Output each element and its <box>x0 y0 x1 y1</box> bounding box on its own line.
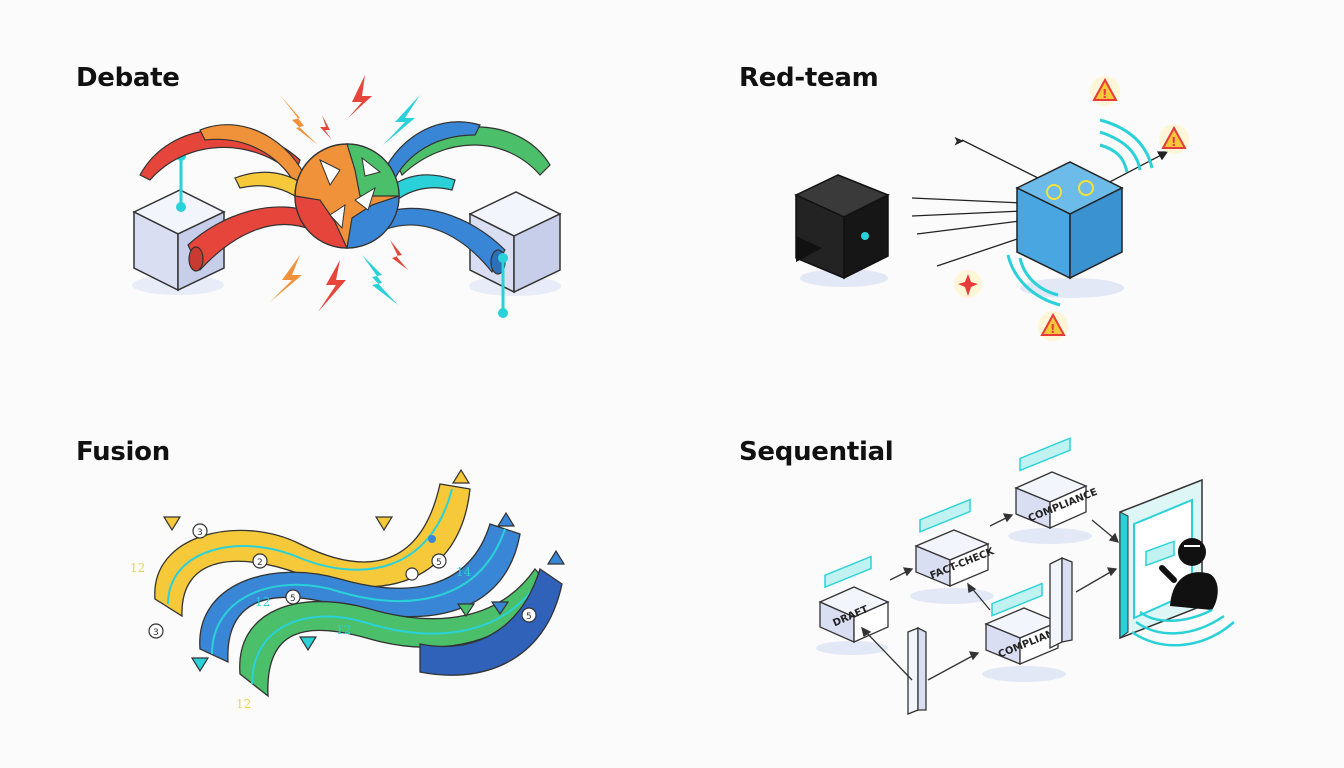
circled-badge: 3 <box>197 528 203 538</box>
signal-waves <box>1131 608 1235 647</box>
black-box-model <box>794 174 890 287</box>
fusion-illustration: 12 12 12 12 14 3 2 5 3 5 5 <box>130 468 566 711</box>
fusion-title: Fusion <box>76 437 170 467</box>
fusion-stream-blue <box>199 523 521 664</box>
gate-pillar <box>1049 556 1073 650</box>
svg-text:!: ! <box>1050 322 1055 336</box>
svg-text:➤: ➤ <box>955 137 963 147</box>
svg-text:!: ! <box>1102 87 1107 101</box>
sequential-illustration: DRAFT FACT-CHECK COMPLIANCE COMP <box>816 437 1235 715</box>
circled-badge: 2 <box>257 558 263 568</box>
lightning-bolt-icons <box>270 75 420 312</box>
circled-badge: 5 <box>290 594 296 604</box>
circled-badge: 3 <box>153 628 159 638</box>
reviewer-silhouette-icon <box>1159 538 1218 610</box>
redteam-illustration: ➤ ! ! <box>794 76 1189 341</box>
debate-illustration <box>132 75 562 318</box>
right-connector-icon <box>498 253 508 318</box>
number-label: 12 <box>255 595 270 609</box>
alert-spark-icon <box>954 270 982 298</box>
circled-badge: 5 <box>436 558 442 568</box>
redteam-title: Red-team <box>739 63 879 93</box>
number-label: 12 <box>130 561 145 575</box>
debate-panel: Debate <box>0 0 672 384</box>
stage-draft-block: DRAFT <box>816 555 890 655</box>
fusion-stream-navy <box>419 567 563 676</box>
circled-badges: 3 2 5 3 5 5 <box>148 523 537 639</box>
stage-factcheck-block: FACT-CHECK <box>910 498 997 604</box>
target-model-cube <box>1015 161 1124 298</box>
redteam-panel: Red-team ➤ <box>672 0 1344 384</box>
collision-sphere-icon <box>294 143 400 249</box>
flow-arrows <box>861 513 1120 681</box>
warning-icon: ! <box>1038 311 1068 341</box>
svg-text:!: ! <box>1171 135 1176 149</box>
number-label: 14 <box>456 565 472 579</box>
circled-badge: 5 <box>526 612 532 622</box>
fusion-panel: Fusion <box>0 384 672 768</box>
fusion-stream-yellow <box>154 483 471 618</box>
number-label: 12 <box>336 623 351 637</box>
warning-icon: ! <box>1090 76 1120 106</box>
warning-icon: ! <box>1159 124 1189 154</box>
stage-compliance-block: COMPLIANCE <box>1008 437 1099 544</box>
number-labels: 12 12 12 12 14 <box>130 561 472 711</box>
sequential-title: Sequential <box>739 437 894 467</box>
number-label: 12 <box>236 697 251 711</box>
triangle-markers <box>162 468 566 673</box>
sequential-panel: Sequential DRAFT FACT-CHECK COMPLIANCE <box>672 384 1344 768</box>
signal-waves <box>1006 118 1154 307</box>
gate-pillar <box>907 626 927 715</box>
stage-compliance-block: COMPLIANCE <box>982 582 1069 682</box>
debate-title: Debate <box>76 63 180 93</box>
